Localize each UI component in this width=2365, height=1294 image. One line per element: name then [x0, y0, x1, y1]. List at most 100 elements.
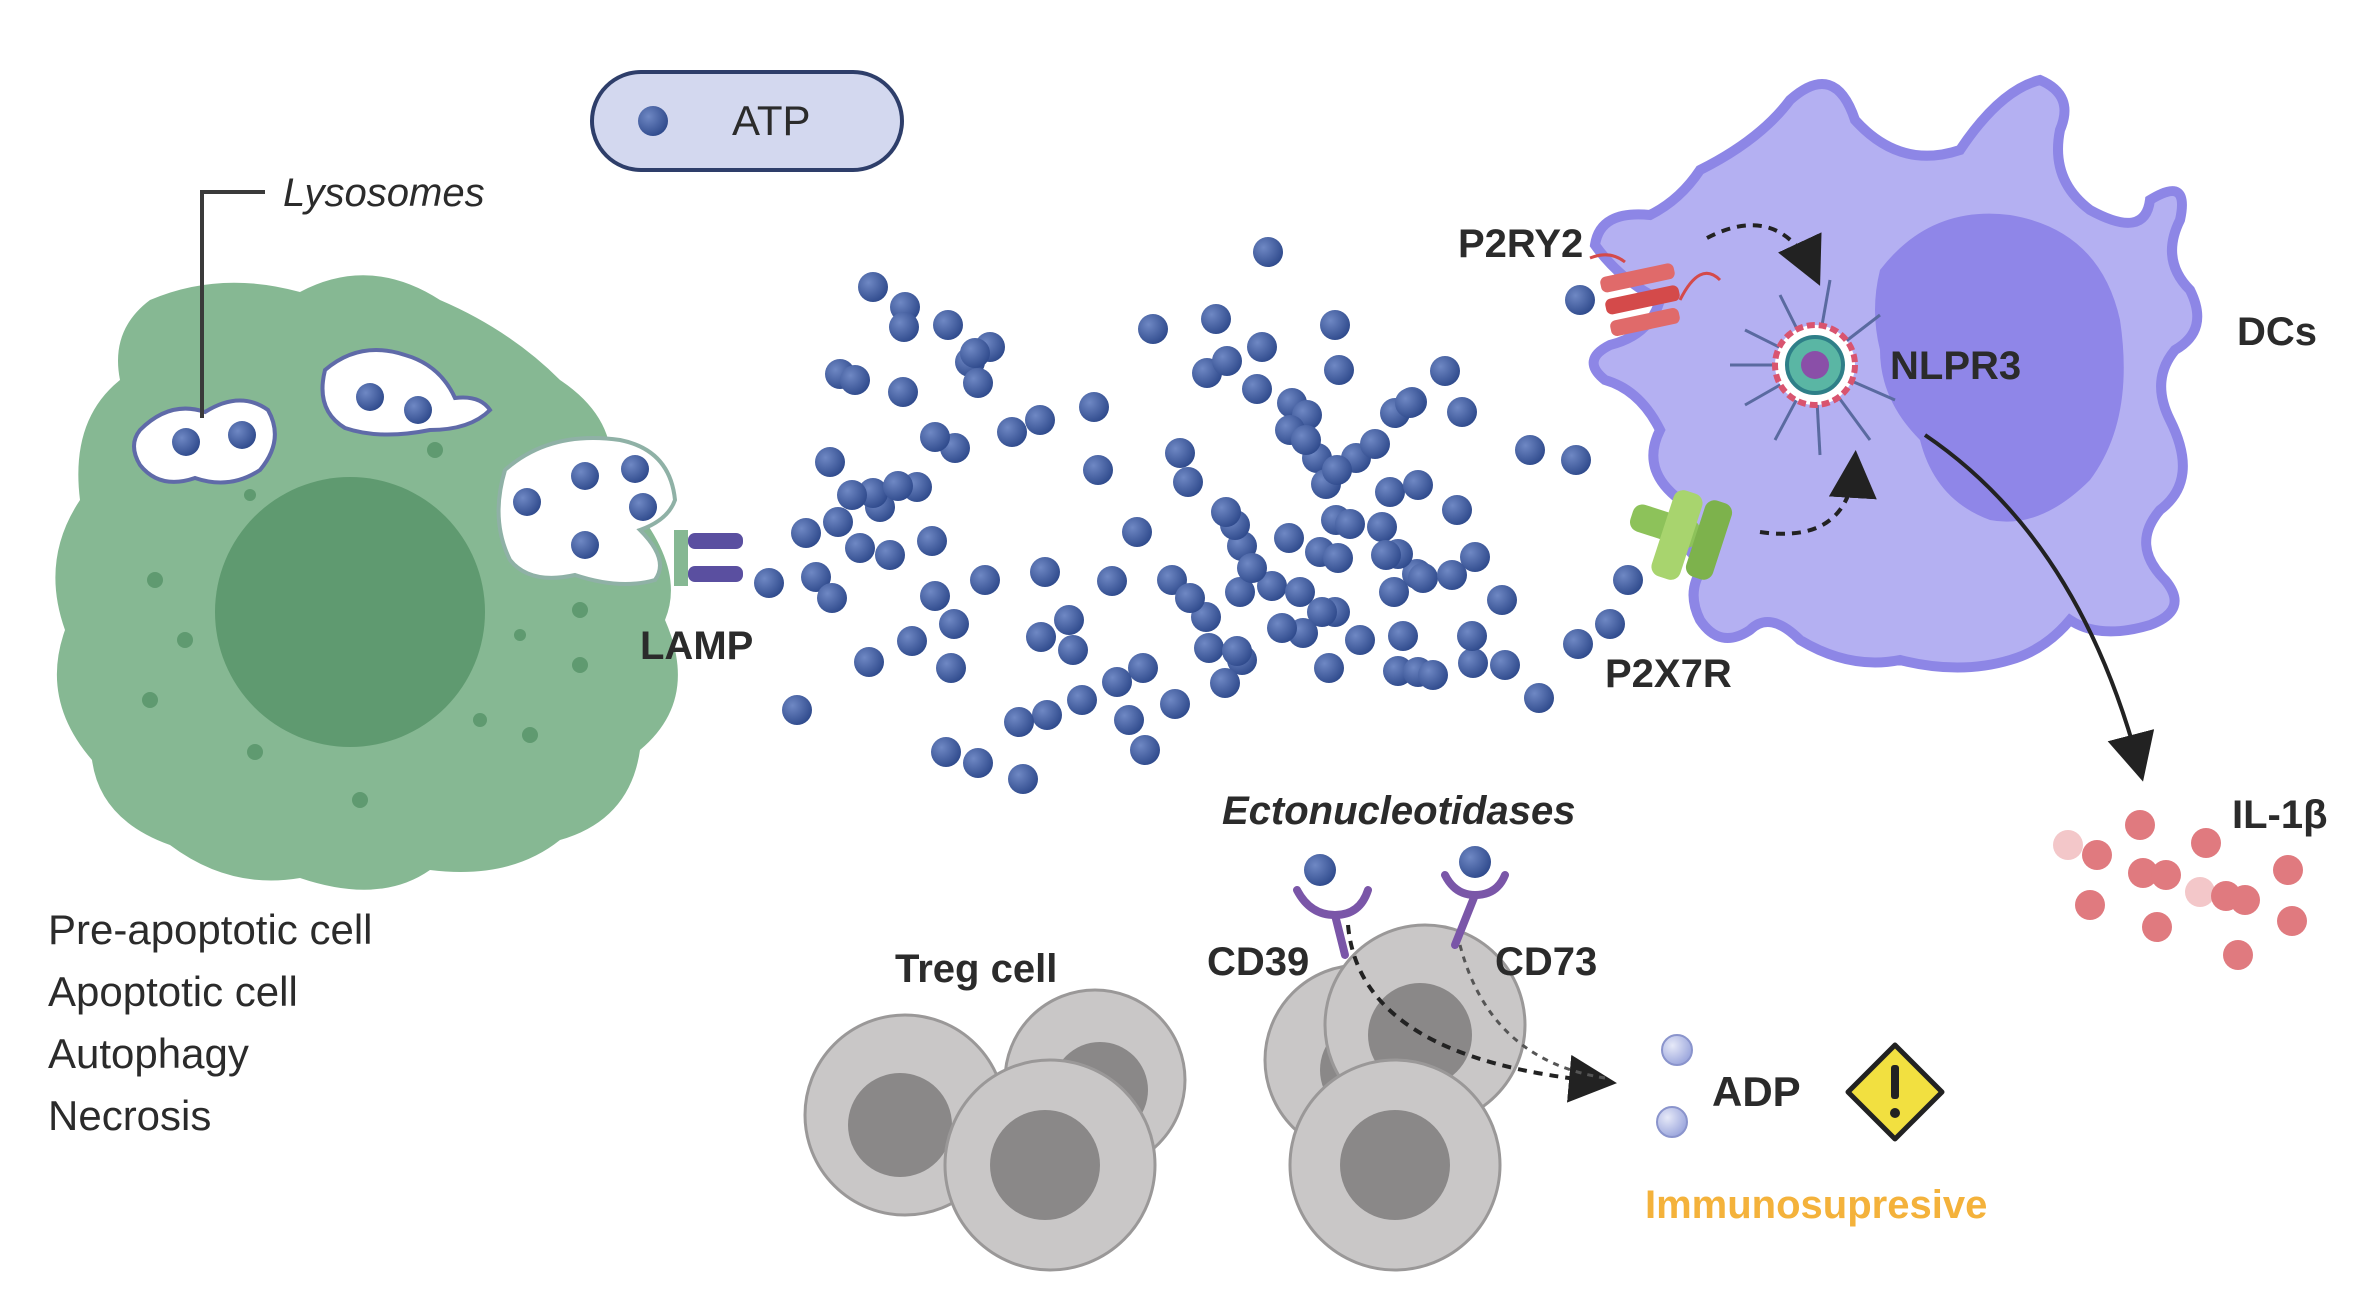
atp-molecule: [1367, 512, 1397, 542]
atp-molecule: [889, 312, 919, 342]
lysosome-2: [320, 348, 493, 437]
treg-cell-label: Treg cell: [895, 947, 1057, 991]
lysosome-1: [132, 398, 277, 485]
atp-molecule: [1291, 425, 1321, 455]
cd39-label: CD39: [1207, 940, 1309, 984]
adp-molecule: [1656, 1106, 1688, 1138]
p2ry2-receptor: [1565, 253, 1722, 336]
atp-molecule: [1442, 495, 1472, 525]
atp-molecule: [1257, 571, 1287, 601]
dying-cell-nucleus: [215, 477, 485, 747]
treg-cell: [1288, 1058, 1502, 1272]
atp-molecule: [1430, 356, 1460, 386]
p2x7r-signal-arrow: [1759, 450, 1877, 536]
cell-state-list: Pre-apoptotic cell Apoptotic cell Autoph…: [48, 906, 373, 1139]
atp-molecule: [754, 568, 784, 598]
atp-molecule: [970, 565, 1000, 595]
nlrp3-inflammasome: [1730, 279, 1896, 456]
atp-molecule: [963, 368, 993, 398]
atp-molecule: [888, 377, 918, 407]
atp-molecule: [1323, 543, 1353, 573]
atp-molecule: [1322, 455, 1352, 485]
atp-molecule: [1274, 523, 1304, 553]
nlpr3-label: NLPR3: [1890, 344, 2021, 388]
atp-molecule: [1285, 577, 1315, 607]
atp-molecule: [933, 310, 963, 340]
immunosupresive-label: Immunosupresive: [1645, 1183, 1987, 1227]
atp-molecule: [1458, 648, 1488, 678]
ectonucleotidases-label: Ectonucleotidases: [1222, 789, 1575, 833]
atp-molecule: [1175, 583, 1205, 613]
atp-molecule: [815, 447, 845, 477]
atp-molecule: [1490, 650, 1520, 680]
atp-molecule: [936, 653, 966, 683]
cell-state-item: Apoptotic cell: [48, 968, 298, 1015]
lamp-receptor: [674, 530, 743, 586]
atp-molecule: [791, 518, 821, 548]
atp-molecule: [1054, 605, 1084, 635]
atp-molecule: [823, 507, 853, 537]
cd73-label: CD73: [1495, 940, 1597, 984]
lysosomes-callout: Lysosomes: [200, 171, 485, 418]
atp-molecule: [1032, 700, 1062, 730]
atp-molecule: [920, 581, 950, 611]
atp-legend: ATP: [590, 70, 904, 172]
atp-molecule: [1165, 438, 1195, 468]
atp-molecule: [939, 609, 969, 639]
atp-molecule: [1314, 653, 1344, 683]
atp-molecule: [1515, 435, 1545, 465]
atp-molecule: [1403, 470, 1433, 500]
atp-molecule: [1173, 467, 1203, 497]
atp-molecule: [1201, 304, 1231, 334]
atp-molecule: [1008, 764, 1038, 794]
atp-molecule: [858, 272, 888, 302]
atp-molecule: [1237, 553, 1267, 583]
atp-legend-label: ATP: [732, 97, 811, 144]
atp-molecule: [1253, 237, 1283, 267]
atp-molecule: [1058, 635, 1088, 665]
atp-molecule: [1160, 689, 1190, 719]
atp-molecule: [854, 647, 884, 677]
lysosomes-label: Lysosomes: [283, 171, 485, 215]
atp-molecule: [875, 540, 905, 570]
atp-molecule: [1102, 667, 1132, 697]
atp-molecule: [1371, 540, 1401, 570]
cytoplasm-granules: [142, 442, 588, 808]
atp-molecule: [782, 695, 812, 725]
atp-molecule: [1211, 497, 1241, 527]
atp-molecule: [1335, 509, 1365, 539]
atp-molecule: [1097, 566, 1127, 596]
atp-molecule: [1225, 577, 1255, 607]
atp-molecule: [1210, 668, 1240, 698]
cell-state-item: Autophagy: [48, 1030, 249, 1077]
cd73-enzyme: [1441, 846, 1509, 949]
atp-molecule: [1524, 683, 1554, 713]
p2ry2-label: P2RY2: [1458, 222, 1583, 266]
atp-molecule: [883, 471, 913, 501]
atp-molecule: [1595, 609, 1625, 639]
atp-molecule: [920, 422, 950, 452]
atp-molecule: [897, 626, 927, 656]
treg-cell-cluster: [803, 846, 1617, 1272]
cell-state-item: Necrosis: [48, 1092, 211, 1139]
atp-molecule: [997, 417, 1027, 447]
atp-molecule: [1379, 577, 1409, 607]
atp-molecule: [845, 533, 875, 563]
adp-label: ADP: [1712, 1068, 1801, 1115]
atp-molecule: [1437, 560, 1467, 590]
cd39-conversion-arrow: [1346, 924, 1617, 1103]
atp-molecule: [1563, 629, 1593, 659]
cell-state-item: Pre-apoptotic cell: [48, 906, 373, 953]
atp-molecule: [1138, 314, 1168, 344]
atp-molecule: [840, 365, 870, 395]
atp-molecule: [1114, 705, 1144, 735]
atp-molecule: [1561, 445, 1591, 475]
cd73-conversion-arrow: [1458, 944, 1606, 1080]
atp-molecule: [1212, 346, 1242, 376]
atp-molecule: [1030, 557, 1060, 587]
p2ry2-signal-arrow: [1706, 223, 1822, 286]
atp-molecule: [1128, 653, 1158, 683]
dcs-label: DCs: [2237, 310, 2317, 354]
atp-molecule: [1026, 622, 1056, 652]
